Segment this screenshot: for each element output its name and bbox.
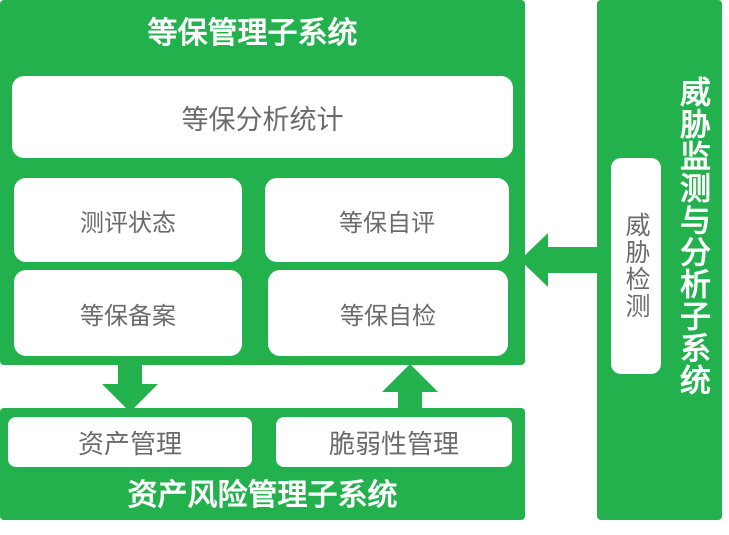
card-filing[interactable]: 等保备案 — [14, 270, 242, 356]
top-system-title: 等保管理子系统 — [147, 16, 358, 51]
card-threat-detection[interactable]: 威胁检测 — [611, 158, 661, 374]
evaluation-status-label: 测评状态 — [80, 208, 176, 237]
card-self-inspection[interactable]: 等保自检 — [268, 270, 508, 356]
down-arrow-icon — [102, 362, 158, 412]
self-evaluation-label: 等保自评 — [339, 208, 435, 237]
left-arrow-icon — [520, 233, 616, 287]
card-asset-management[interactable]: 资产管理 — [8, 417, 252, 467]
filing-label: 等保备案 — [80, 301, 176, 330]
self-inspection-label: 等保自检 — [340, 301, 436, 330]
right-system-title: 威胁监测与分析子系统 — [674, 76, 710, 396]
card-evaluation-status[interactable]: 测评状态 — [14, 178, 242, 262]
threat-detection-label: 威胁检测 — [622, 212, 651, 320]
bottom-system-title: 资产风险管理子系统 — [127, 478, 398, 513]
card-self-evaluation[interactable]: 等保自评 — [265, 178, 509, 262]
card-vulnerability-management[interactable]: 脆弱性管理 — [276, 417, 512, 467]
analysis-label: 等保分析统计 — [181, 104, 344, 136]
up-arrow-icon — [382, 364, 438, 414]
vulnerability-management-label: 脆弱性管理 — [328, 429, 459, 460]
asset-management-label: 资产管理 — [77, 429, 182, 460]
analysis-card[interactable]: 等保分析统计 — [12, 76, 513, 158]
